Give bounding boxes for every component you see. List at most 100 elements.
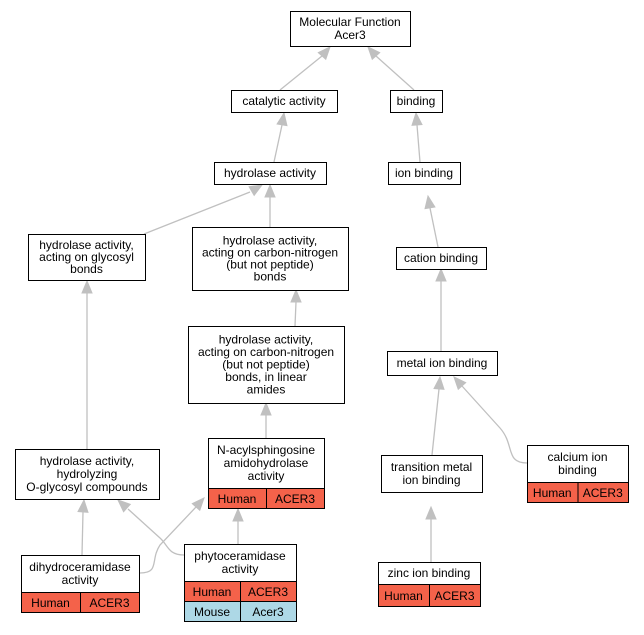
node-label-line: N-acylsphingosine bbox=[217, 443, 315, 457]
edge bbox=[260, 401, 272, 438]
species-label: Human bbox=[31, 596, 70, 610]
node-label-line: calcium ion bbox=[547, 450, 607, 464]
node-label-line: bonds, in linear bbox=[225, 370, 306, 384]
node-cnlinear[interactable]: hydrolase activity,acting on carbon-nitr… bbox=[188, 326, 345, 404]
node-box bbox=[396, 247, 487, 270]
node-box bbox=[214, 162, 327, 185]
species-label: Human bbox=[384, 589, 423, 603]
edge bbox=[453, 376, 528, 464]
gene-cell bbox=[577, 482, 629, 503]
node-label-line: (but not peptide) bbox=[226, 258, 313, 272]
species-label: Mouse bbox=[194, 605, 230, 619]
edge bbox=[425, 505, 437, 562]
arrowhead bbox=[425, 505, 437, 520]
arrowhead bbox=[317, 46, 331, 61]
node-box bbox=[388, 162, 461, 185]
gene-label: ACER3 bbox=[89, 596, 129, 610]
node-label-line: activity bbox=[222, 562, 259, 576]
arrowhead bbox=[290, 288, 302, 303]
node-box bbox=[390, 90, 443, 113]
node-label-line: zinc ion binding bbox=[388, 566, 471, 580]
edge bbox=[139, 497, 205, 574]
node-label-line: acting on glycosyl bbox=[39, 250, 134, 264]
node-label-line: phytoceramidase bbox=[194, 549, 286, 563]
arrowhead bbox=[435, 267, 447, 282]
gene-label: ACER3 bbox=[275, 492, 315, 506]
node-label-line: Molecular Function bbox=[299, 15, 400, 29]
node-label-line: (but not peptide) bbox=[222, 358, 309, 372]
node-label-line: hydrolase activity, bbox=[40, 454, 134, 468]
node-label-line: binding bbox=[397, 94, 436, 108]
edge bbox=[77, 498, 89, 556]
node-box bbox=[15, 449, 160, 500]
node-label-line: ion binding bbox=[402, 473, 460, 487]
node-box bbox=[231, 90, 338, 113]
gene-cell bbox=[429, 584, 481, 607]
node-cn[interactable]: hydrolase activity,acting on carbon-nitr… bbox=[192, 227, 349, 291]
node-cation[interactable]: cation binding bbox=[396, 247, 487, 270]
node-label-line: ion binding bbox=[395, 166, 453, 180]
edge bbox=[424, 194, 439, 248]
edge bbox=[279, 46, 331, 91]
gene-cell bbox=[240, 601, 297, 622]
edge bbox=[117, 499, 185, 556]
node-box bbox=[192, 227, 349, 291]
gene-cell bbox=[266, 488, 325, 509]
node-ionbind[interactable]: ion binding bbox=[388, 162, 461, 185]
edge bbox=[232, 507, 244, 544]
node-box bbox=[527, 445, 629, 483]
node-label-line: metal ion binding bbox=[397, 356, 488, 370]
arrowhead bbox=[424, 194, 436, 210]
species-label: Human bbox=[193, 585, 232, 599]
node-box bbox=[381, 455, 483, 493]
arrowhead bbox=[411, 111, 423, 126]
edge bbox=[435, 267, 447, 351]
node-metal[interactable]: metal ion binding bbox=[387, 351, 498, 376]
node-hydrolase[interactable]: hydrolase activity bbox=[214, 162, 327, 185]
node-glyco[interactable]: hydrolase activity,acting on glycosylbon… bbox=[28, 234, 146, 281]
node-box bbox=[208, 438, 325, 489]
node-label-line: hydrolase activity, bbox=[39, 238, 133, 252]
node-label-line: O-glycosyl compounds bbox=[26, 480, 147, 494]
node-box bbox=[28, 234, 146, 281]
node-label-line: cation binding bbox=[404, 251, 478, 265]
node-oglyco[interactable]: hydrolase activity,hydrolyzingO-glycosyl… bbox=[15, 449, 160, 500]
arrowhead bbox=[191, 497, 205, 512]
node-label-line: hydrolase activity bbox=[224, 166, 316, 180]
edges bbox=[77, 46, 528, 574]
node-nacyl[interactable]: N-acylsphingosineamidohydrolaseactivityH… bbox=[208, 438, 325, 509]
node-label-line: transition metal bbox=[391, 460, 472, 474]
node-label-line: bonds bbox=[254, 270, 287, 284]
node-label-line: dihydroceramidase bbox=[29, 560, 131, 574]
node-label-line: bonds bbox=[70, 262, 103, 276]
node-label-line: amides bbox=[247, 383, 286, 397]
arrowhead bbox=[81, 279, 93, 294]
species-label: Human bbox=[533, 486, 572, 500]
arrowhead bbox=[264, 183, 276, 198]
edge bbox=[143, 184, 264, 235]
node-label-line: amidohydrolase bbox=[224, 456, 309, 470]
gene-label: ACER3 bbox=[434, 589, 474, 603]
node-label-line: Acer3 bbox=[334, 28, 366, 42]
node-catalytic[interactable]: catalytic activity bbox=[231, 90, 338, 113]
arrowhead bbox=[367, 46, 381, 61]
node-label-line: hydrolase activity, bbox=[219, 333, 313, 347]
node-box bbox=[290, 11, 411, 47]
arrowhead bbox=[117, 499, 132, 513]
arrowhead bbox=[232, 507, 244, 522]
edge bbox=[431, 375, 445, 456]
gene-cell bbox=[80, 592, 140, 613]
arrowhead bbox=[276, 111, 288, 127]
node-binding[interactable]: binding bbox=[390, 90, 443, 113]
edge bbox=[411, 111, 423, 163]
edge bbox=[273, 111, 288, 163]
node-label-line: hydrolyzing bbox=[57, 467, 118, 481]
